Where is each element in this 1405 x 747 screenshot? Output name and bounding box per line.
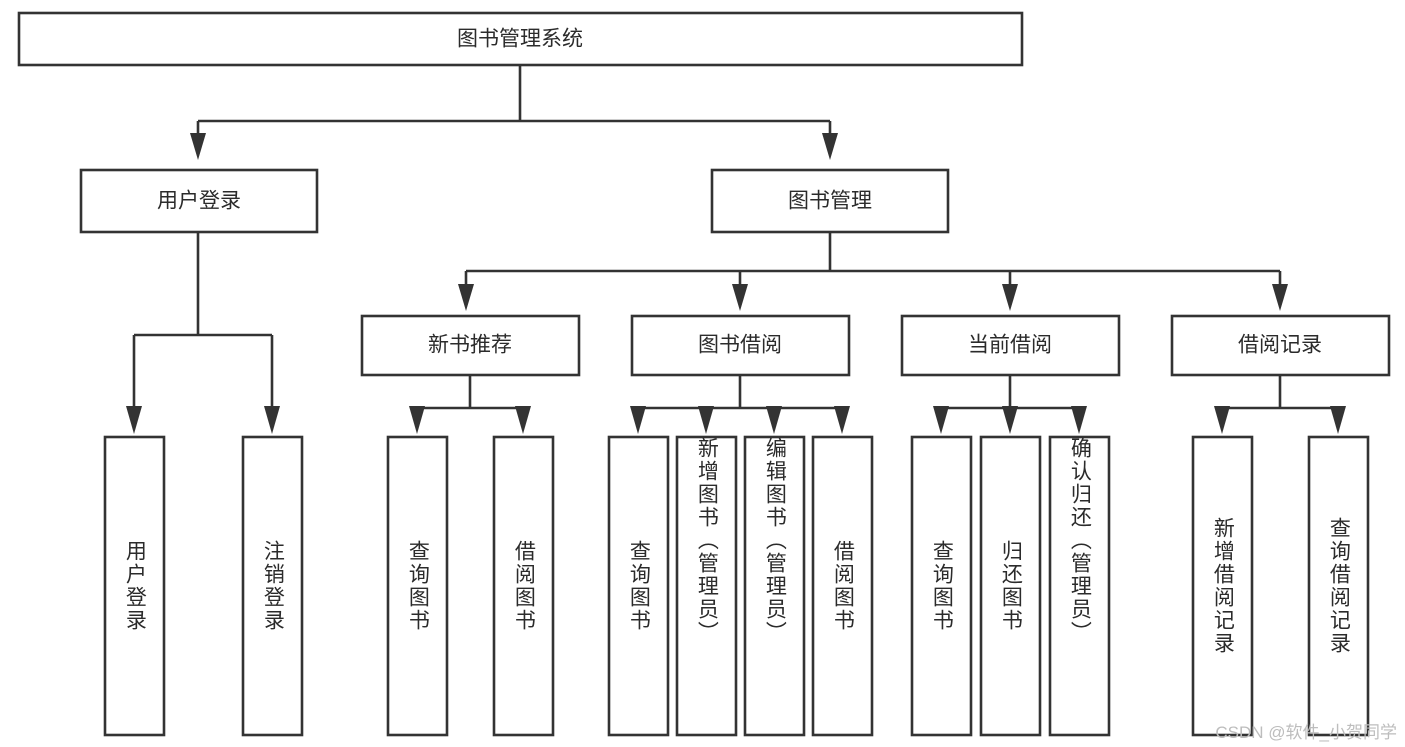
connector-current-borrow-to-leaves xyxy=(933,375,1087,434)
connector-borrow-record-to-leaves xyxy=(1214,375,1346,434)
leaf-box-edit-book[interactable] xyxy=(743,435,806,737)
node-current-borrow[interactable]: 当前借阅 xyxy=(900,314,1121,377)
node-new-book-recommend-label: 新书推荐 xyxy=(428,334,512,357)
node-current-borrow-label: 当前借阅 xyxy=(968,334,1052,357)
leaf-box-user-login[interactable] xyxy=(103,435,166,737)
node-book-management-label: 图书管理 xyxy=(788,190,872,213)
connector-root-to-level2 xyxy=(190,65,838,160)
leaf-boxes-borrow-record xyxy=(1191,435,1370,737)
node-book-borrow-label: 图书借阅 xyxy=(698,334,782,357)
node-user-login[interactable]: 用户登录 xyxy=(79,168,319,234)
leaf-box-query-book-1[interactable] xyxy=(386,435,449,737)
leaf-box-return-book[interactable] xyxy=(979,435,1042,737)
leaf-boxes-new-book-recommend xyxy=(386,435,555,737)
node-new-book-recommend[interactable]: 新书推荐 xyxy=(360,314,581,377)
leaf-box-add-borrow-record[interactable] xyxy=(1191,435,1254,737)
node-borrow-record[interactable]: 借阅记录 xyxy=(1170,314,1391,377)
connector-book-borrow-to-leaves xyxy=(630,375,850,434)
leaf-box-borrow-book-1[interactable] xyxy=(492,435,555,737)
leaf-box-add-book[interactable] xyxy=(675,435,738,737)
node-book-borrow[interactable]: 图书借阅 xyxy=(630,314,851,377)
connector-book-management-to-level3 xyxy=(458,232,1288,311)
leaf-boxes-user-login xyxy=(103,435,304,737)
node-borrow-record-label: 借阅记录 xyxy=(1238,334,1322,357)
node-root-system-label: 图书管理系统 xyxy=(457,28,583,51)
connector-user-login-to-leaves xyxy=(126,232,280,434)
node-root-system[interactable]: 图书管理系统 xyxy=(17,11,1024,67)
leaf-boxes-book-borrow xyxy=(607,435,874,737)
leaf-box-logout-login[interactable] xyxy=(241,435,304,737)
csdn-watermark: CSDN @软件_小贺同学 xyxy=(1215,723,1397,742)
connector-new-book-recommend-to-leaves xyxy=(409,375,531,434)
node-user-login-label: 用户登录 xyxy=(157,190,241,213)
leaf-box-query-book-2[interactable] xyxy=(607,435,670,737)
leaf-box-confirm-return[interactable] xyxy=(1048,435,1111,737)
leaf-box-borrow-book-2[interactable] xyxy=(811,435,874,737)
leaf-boxes-current-borrow xyxy=(910,435,1111,737)
leaf-box-query-borrow-record[interactable] xyxy=(1307,435,1370,737)
node-book-management[interactable]: 图书管理 xyxy=(710,168,950,234)
leaf-box-query-book-3[interactable] xyxy=(910,435,973,737)
